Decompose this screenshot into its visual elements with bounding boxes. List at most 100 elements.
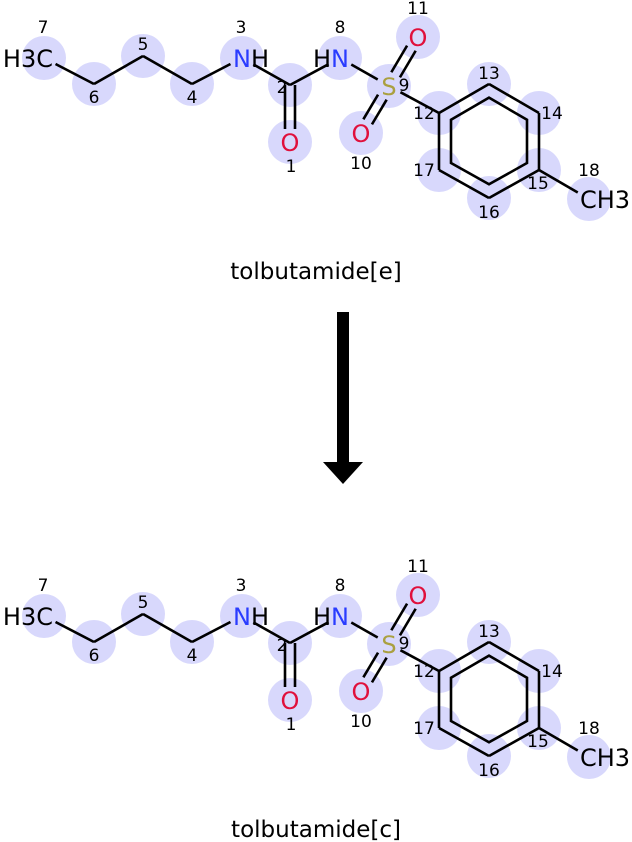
atom-number-4: 4 (187, 88, 198, 108)
bond-4-3 (191, 62, 232, 86)
atom-label-9: S (381, 73, 396, 101)
bond-15-16 (488, 168, 540, 200)
atom-number-11: 11 (407, 0, 429, 19)
bond-2-8 (289, 63, 330, 87)
atom-number-18: 18 (578, 161, 600, 181)
atom-label-10: O (352, 120, 371, 148)
atom-number-7: 7 (38, 18, 49, 38)
bond-15-18 (538, 726, 579, 752)
bond-3-2 (252, 63, 291, 87)
atom-number-14: 14 (541, 104, 563, 124)
bond-8-9 (350, 621, 379, 639)
atom-label-18: CH3 (580, 186, 630, 214)
bond-9-10 (362, 651, 380, 678)
bond-12-13 (438, 82, 490, 115)
bond-9-11 (398, 608, 417, 637)
atom-number-5: 5 (138, 35, 149, 55)
atom-highlight-8 (318, 594, 362, 638)
molecule-title: tolbutamide[e] (230, 259, 401, 285)
atom-number-1: 1 (286, 715, 297, 735)
atom-number-9: 9 (399, 634, 410, 654)
bond-7-6 (54, 62, 95, 86)
atom-number-16: 16 (478, 203, 500, 223)
atom-number-18: 18 (578, 719, 600, 739)
atom-number-6: 6 (89, 88, 100, 108)
bond-9-12 (399, 91, 440, 115)
bond-9-10 (370, 657, 388, 684)
bond-6-5 (93, 612, 144, 644)
atom-highlight-7 (22, 594, 66, 638)
atom-number-4: 4 (187, 646, 198, 666)
atom-label-1: O (281, 687, 300, 715)
bond-15-18 (538, 168, 579, 194)
bond-2-8 (289, 621, 330, 645)
atom-number-3: 3 (236, 576, 247, 596)
atom-highlight-1 (268, 120, 312, 164)
bond-9-10 (362, 93, 380, 120)
atom-number-3: 3 (236, 18, 247, 38)
bond-9-11 (398, 50, 417, 79)
atom-number-10: 10 (350, 154, 372, 174)
atom-highlight-8 (318, 36, 362, 80)
atom-number-2: 2 (277, 636, 288, 656)
atom-number-14: 14 (541, 662, 563, 682)
atom-number-12: 12 (413, 662, 435, 682)
arrow-shaft (337, 312, 349, 464)
bond-13-14 (488, 82, 540, 115)
atom-number-8: 8 (335, 576, 346, 596)
bond-6-5 (93, 54, 144, 86)
bond-7-6 (54, 620, 95, 644)
bond-16-17 (438, 726, 490, 758)
atom-number-17: 17 (413, 719, 435, 739)
atom-label-18: CH3 (580, 744, 630, 772)
atom-number-7: 7 (38, 576, 49, 596)
atom-number-1: 1 (286, 157, 297, 177)
bond-12-13 (438, 640, 490, 673)
atom-number-12: 12 (413, 104, 435, 124)
atom-highlight-18 (567, 735, 611, 779)
molecule-title: tolbutamide[c] (231, 817, 401, 842)
bond-9-11 (390, 602, 409, 631)
atom-label-3: NH (233, 603, 269, 631)
atom-label-11: O (409, 582, 428, 610)
atom-label-11: O (409, 24, 428, 52)
atom-highlight-1 (268, 678, 312, 722)
aromatic-ring-inner-bond (449, 654, 529, 744)
atom-label-8: HN (313, 603, 349, 631)
atom-number-13: 13 (478, 622, 500, 642)
atom-number-5: 5 (138, 593, 149, 613)
bond-9-11 (390, 44, 409, 73)
atom-label-1: O (281, 129, 300, 157)
atom-highlight-7 (22, 36, 66, 80)
atom-highlight-3 (220, 594, 264, 638)
atom-number-11: 11 (407, 557, 429, 577)
aromatic-ring-inner-bond (449, 96, 529, 186)
atom-label-7: H3C (3, 603, 53, 631)
atom-label-10: O (352, 678, 371, 706)
atom-number-9: 9 (399, 76, 410, 96)
atom-number-16: 16 (478, 761, 500, 781)
bond-8-9 (350, 63, 379, 81)
bond-13-14 (488, 640, 540, 673)
atom-number-15: 15 (527, 732, 549, 752)
atom-number-10: 10 (350, 712, 372, 732)
atom-label-8: HN (313, 45, 349, 73)
atom-number-8: 8 (335, 18, 346, 38)
atom-number-15: 15 (527, 174, 549, 194)
atom-label-9: S (381, 631, 396, 659)
atom-number-6: 6 (89, 646, 100, 666)
atom-number-13: 13 (478, 64, 500, 84)
bond-15-16 (488, 726, 540, 758)
bond-3-2 (252, 621, 291, 645)
atom-highlight-18 (567, 177, 611, 221)
atom-number-2: 2 (277, 78, 288, 98)
bond-9-10 (370, 99, 388, 126)
bond-5-4 (142, 612, 193, 644)
bond-9-12 (399, 649, 440, 673)
bond-16-17 (438, 168, 490, 200)
bond-4-3 (191, 620, 232, 644)
bond-5-4 (142, 54, 193, 86)
